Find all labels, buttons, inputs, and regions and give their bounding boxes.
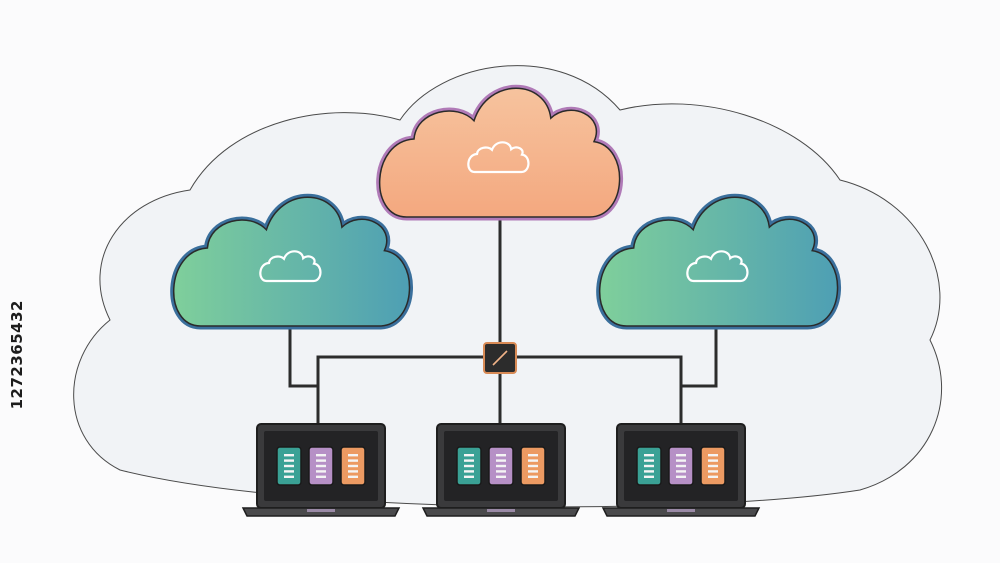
server-icon bbox=[520, 446, 546, 486]
background-blob bbox=[73, 65, 943, 508]
laptop-left bbox=[241, 423, 401, 517]
server-icon bbox=[700, 446, 726, 486]
server-icon bbox=[668, 446, 694, 486]
laptop-right bbox=[601, 423, 761, 517]
laptop-trackpad-notch bbox=[667, 509, 695, 512]
server-icon bbox=[456, 446, 482, 486]
server-icon bbox=[636, 446, 662, 486]
network-hub bbox=[483, 342, 517, 374]
cloud-right-body bbox=[598, 196, 839, 327]
cloud-center bbox=[376, 84, 624, 221]
laptop-center bbox=[421, 423, 581, 517]
cloud-right bbox=[596, 193, 842, 330]
server-icon bbox=[276, 446, 302, 486]
cloud-icon bbox=[467, 141, 530, 174]
server-icon bbox=[308, 446, 334, 486]
cloud-icon bbox=[259, 250, 322, 283]
cloud-center-body bbox=[378, 87, 621, 218]
cloud-left bbox=[170, 193, 413, 330]
laptop-trackpad-notch bbox=[487, 509, 515, 512]
server-icon bbox=[340, 446, 366, 486]
server-icon bbox=[488, 446, 514, 486]
laptop-trackpad-notch bbox=[307, 509, 335, 512]
cloud-left-body bbox=[172, 196, 411, 327]
stock-id-text: 1272365432 bbox=[8, 300, 26, 410]
connector-lines bbox=[288, 215, 718, 424]
cloud-icon bbox=[686, 250, 749, 283]
